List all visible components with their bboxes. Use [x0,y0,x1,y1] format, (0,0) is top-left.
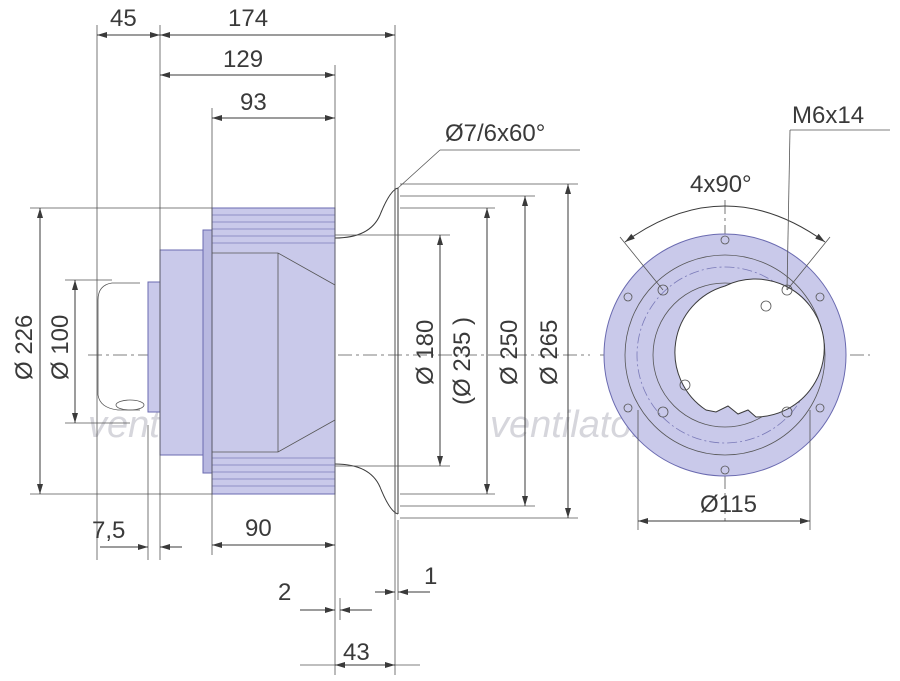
dim-dia250: Ø 250 [496,320,523,385]
outlet-flange-top [334,187,399,239]
dim-dia235: (Ø 235 ) [449,317,476,405]
dim-1: 1 [424,563,437,590]
dim-dia180: Ø 180 [412,320,439,385]
impeller-fins-bottom [212,457,335,487]
dim-93: 93 [240,89,267,116]
dim-dia100: Ø 100 [47,315,74,380]
inlet-ellipse [115,399,145,411]
dim-2: 2 [278,579,291,606]
dim-129: 129 [223,46,263,73]
inlet-nozzle [97,282,140,411]
dim-angle: 4x90° [690,171,752,198]
dim-90: 90 [245,515,272,542]
front-view: 4x90° M6x14 Ø115 [600,102,890,530]
center-opening [674,278,825,418]
dim-dia226: Ø 226 [11,315,38,380]
dim-inlet-flange: Ø7/6x60° [445,120,545,147]
dim-dia115: Ø115 [700,491,757,518]
dim-dia265: Ø 265 [536,320,563,385]
dim-43: 43 [343,639,370,666]
outlet-flange-bottom [334,463,399,515]
dim-bolt: M6x14 [792,102,864,129]
dim-7-5: 7,5 [92,517,125,544]
impeller-fins-top [212,214,335,244]
inner-ring [624,254,826,456]
dim-45: 45 [110,5,137,32]
inlet-ring [147,281,161,413]
dim-174: 174 [228,5,268,32]
impeller-body [211,207,336,495]
side-view: 45 174 129 93 Ø7/6x60° Ø 226 Ø 100 Ø 180… [11,5,590,675]
